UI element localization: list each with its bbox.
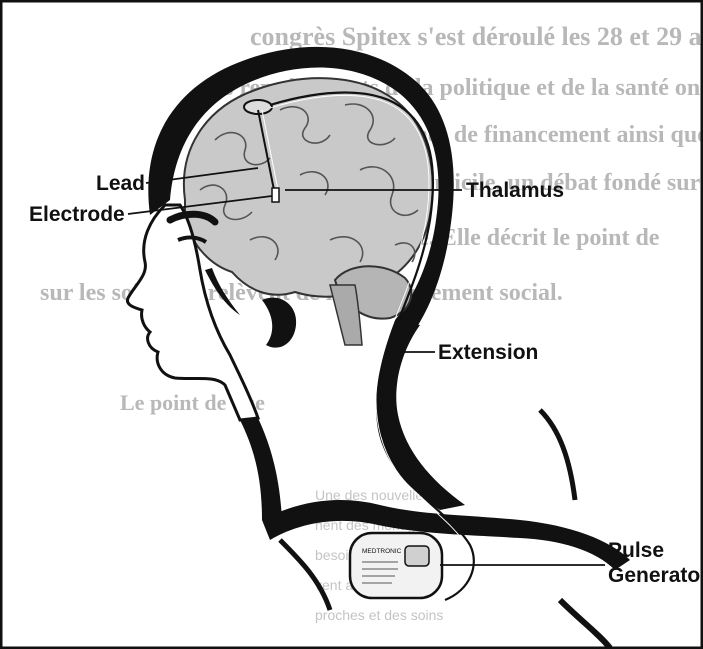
- label-generator: Generator: [608, 564, 703, 587]
- label-lead: Lead: [96, 172, 145, 195]
- generator-brand: MEDTRONIC: [362, 548, 402, 555]
- background-col-line-5: proches et des soins: [315, 607, 443, 623]
- neck-front: [240, 418, 282, 520]
- label-electrode: Electrode: [29, 203, 125, 226]
- label-extension: Extension: [438, 341, 538, 364]
- generator-connector: [405, 546, 429, 566]
- electrode-tip: [272, 188, 279, 202]
- background-line-1: congrès Spitex s'est déroulé les 28 et 2…: [250, 22, 703, 51]
- shoulder-contour: [540, 410, 575, 500]
- label-thalamus: Thalamus: [466, 179, 564, 202]
- arm-line: [560, 600, 610, 648]
- label-pulse: Pulse: [608, 539, 664, 562]
- brainstem: [330, 285, 362, 345]
